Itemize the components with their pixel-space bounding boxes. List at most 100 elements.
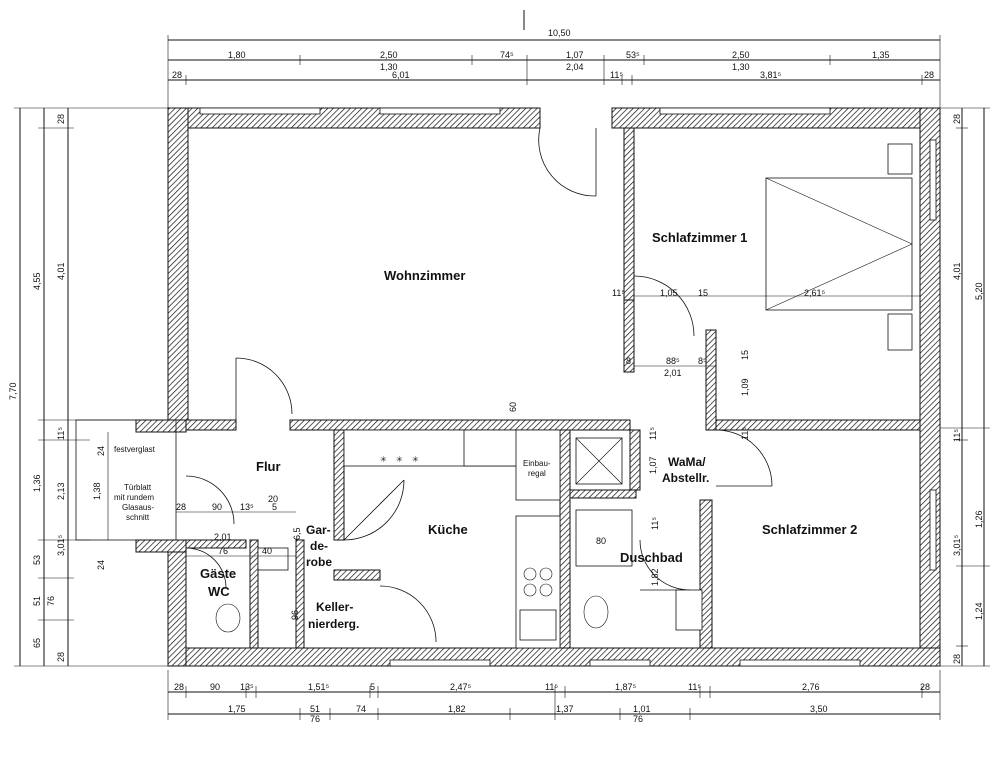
interior-dimensions: 11⁵ 1,05 15 2,61⁵ 8 88⁵ 8⁵ 2,01 15 1,09 … [176, 288, 920, 620]
dim-left-5: 2,13 [56, 482, 66, 500]
label-garderobe-3: robe [306, 555, 332, 569]
dim-top-4: 1,07 [566, 50, 584, 60]
dim-bottom-1: 28 [174, 682, 184, 692]
label-garderobe-1: Gar- [306, 523, 331, 537]
dim-sz1-a: 11⁵ [612, 288, 625, 298]
dim-flur-d: 20 [268, 494, 278, 504]
dim-left-14: 24 [96, 446, 106, 456]
dim-bottom-9: 11⁵ [688, 682, 701, 692]
dim-bottom-2: 90 [210, 682, 220, 692]
dim-top-14: 3,81⁵ [760, 70, 782, 80]
dim-right-7: 1,24 [974, 602, 984, 620]
dim-wama-a: 1,07 [648, 456, 658, 474]
dim-left-13: 11⁵ [56, 427, 66, 440]
dim-wc-b: 76 [218, 546, 228, 556]
dim-sz1-f: 88⁵ [666, 356, 680, 366]
dim-flur-e: 5 [272, 502, 277, 512]
dim-sz1-c: 15 [698, 288, 708, 298]
dim-left-1: 4,55 [32, 272, 42, 290]
dim-left-7: 53 [32, 555, 42, 565]
dim-bottom-20: 3,50 [810, 704, 828, 714]
room-labels: Wohnzimmer Schlafzimmer 1 Schlafzimmer 2… [114, 230, 857, 631]
label-wama-2: Abstellr. [662, 471, 709, 485]
dim-left-8: 3,01⁵ [56, 534, 66, 556]
dim-flur-b: 90 [212, 502, 222, 512]
dim-sz2-a: 11⁵ [740, 427, 750, 440]
label-tuerblatt-4: schnitt [126, 513, 150, 522]
dim-bottom-10: 2,76 [802, 682, 820, 692]
label-wohnzimmer: Wohnzimmer [384, 268, 465, 283]
label-gaeste-1: Gäste [200, 566, 236, 581]
label-keller-2: nierderg. [308, 617, 359, 631]
dim-bottom-13: 51 [310, 704, 320, 714]
left-dimensions: 7,70 4,55 28 4,01 1,36 2,13 1,38 53 3,01… [8, 107, 180, 667]
svg-text:✳: ✳ [380, 455, 387, 464]
dim-dusch-a: 80 [596, 536, 606, 546]
dim-right-1: 28 [952, 114, 962, 124]
dim-wc-d: 6,5 [292, 527, 302, 540]
top-dimensions: 10,50 1,80 2,50 74⁵ 1,07 53⁵ 2,50 1,35 1… [167, 10, 941, 110]
dim-sz1-g: 8⁵ [698, 356, 707, 366]
dim-bottom-14: 76 [310, 714, 320, 724]
label-schlafzimmer-2: Schlafzimmer 2 [762, 522, 857, 537]
bottom-dimensions: 28 90 13⁵ 1,51⁵ 5 2,47⁵ 11⁵ 1,87⁵ 11⁵ 2,… [167, 670, 941, 724]
dim-bottom-12: 1,75 [228, 704, 246, 714]
windows [199, 107, 937, 667]
label-schlafzimmer-1: Schlafzimmer 1 [652, 230, 747, 245]
dim-right-6: 1,26 [974, 510, 984, 528]
doors [185, 127, 773, 643]
right-dimensions: 28 4,01 5,20 11⁵ 3,01⁵ 1,26 1,24 28 [930, 107, 990, 667]
label-einbau-1: Einbau- [523, 459, 551, 468]
dim-left-3: 4,01 [56, 262, 66, 280]
label-tuerblatt-1: Türblatt [124, 483, 152, 492]
label-kueche: Küche [428, 522, 468, 537]
dim-right-4: 11⁵ [952, 429, 962, 442]
dim-right-8: 28 [952, 654, 962, 664]
svg-text:✳: ✳ [396, 455, 403, 464]
dim-wc-c: 40 [262, 546, 272, 556]
dim-sz1-b: 1,05 [660, 288, 678, 298]
dim-sz1-d: 2,61⁵ [804, 288, 826, 298]
dim-bottom-7: 11⁵ [545, 682, 558, 692]
dim-bottom-11: 28 [920, 682, 930, 692]
label-keller-1: Keller- [316, 600, 353, 614]
dim-top-12: 6,01 [392, 70, 410, 80]
dim-top-10: 1,30 [732, 62, 750, 72]
dim-bottom-4: 1,51⁵ [308, 682, 330, 692]
dim-dusch-c: 11⁵ [650, 517, 660, 530]
dim-bottom-5: 5 [370, 682, 375, 692]
dim-total-width: 10,50 [548, 28, 571, 38]
label-tuerblatt-3: Glasaus- [122, 503, 154, 512]
dim-left-9: 51 [32, 596, 42, 606]
dim-bottom-18: 1,01 [633, 704, 651, 714]
label-gaeste-2: WC [208, 584, 230, 599]
dim-left-4: 1,36 [32, 474, 42, 492]
label-tuerblatt-2: mit rundem [114, 493, 154, 502]
label-duschbad: Duschbad [620, 550, 683, 565]
dim-wc-a: 2,01 [214, 532, 232, 542]
interior-walls [185, 127, 921, 649]
dim-kell-a: 96 [290, 610, 300, 620]
svg-text:✳: ✳ [412, 455, 419, 464]
label-garderobe-2: de- [310, 539, 328, 553]
dim-left-6: 1,38 [92, 482, 102, 500]
dim-top-15: 28 [924, 70, 934, 80]
dim-top-6: 2,50 [732, 50, 750, 60]
dim-wama-b: 11⁵ [648, 427, 658, 440]
dim-left-12: 28 [56, 652, 66, 662]
dim-ein-a: 60 [508, 402, 518, 412]
dim-top-8: 1,30 [380, 62, 398, 72]
label-flur: Flur [256, 459, 281, 474]
dim-left-10: 76 [46, 596, 56, 606]
dim-bottom-15: 74 [356, 704, 366, 714]
dim-bottom-16: 1,82 [448, 704, 466, 714]
dim-top-3: 74⁵ [500, 50, 514, 60]
dim-left-2: 28 [56, 114, 66, 124]
dim-top-11: 28 [172, 70, 182, 80]
dim-dusch-b: 1,82 [650, 568, 660, 586]
label-wama-1: WaMa/ [668, 455, 706, 469]
dim-top-2: 2,50 [380, 50, 398, 60]
fixtures: ✳ ✳ ✳ [75, 143, 913, 649]
dim-top-9: 2,04 [566, 62, 584, 72]
